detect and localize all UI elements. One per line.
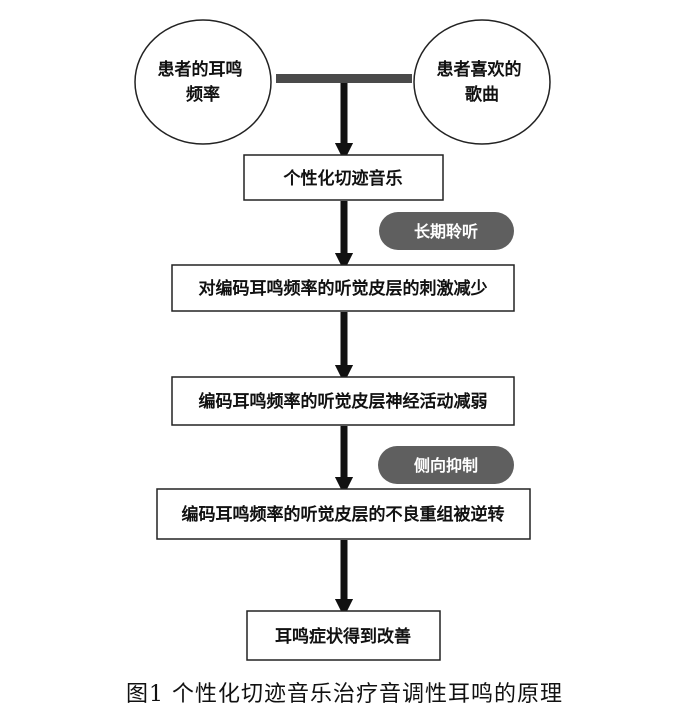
ellipse-label-line: 频率 [186, 84, 220, 105]
step-label-2: 对编码耳鸣频率的听觉皮层的刺激减少 [199, 278, 488, 299]
input-ellipse-tinnitus-frequency: 患者的耳鸣 频率 [134, 19, 272, 145]
merge-bar [276, 74, 412, 83]
step-box-2: 对编码耳鸣频率的听觉皮层的刺激减少 [171, 264, 515, 312]
ellipse-label-favorite-song: 患者喜欢的 歌曲 [437, 59, 528, 105]
annotation-lateral-inhibition: 侧向抑制 [378, 446, 514, 484]
annotation-label-long-listening: 长期聆听 [414, 222, 478, 241]
ellipse-label-tinnitus-frequency: 患者的耳鸣 频率 [158, 59, 249, 105]
annotation-long-listening: 长期聆听 [379, 212, 514, 250]
annotation-label-lateral-inhibition: 侧向抑制 [414, 456, 478, 475]
figure-caption: 图1 个性化切迹音乐治疗音调性耳鸣的原理 [126, 682, 563, 707]
step-label-5: 耳鸣症状得到改善 [275, 626, 411, 647]
input-ellipse-favorite-song: 患者喜欢的 歌曲 [413, 19, 551, 145]
step-box-5: 耳鸣症状得到改善 [246, 610, 441, 661]
ellipse-label-line: 患者的耳鸣 [158, 59, 243, 80]
ellipse-label-line: 患者喜欢的 [437, 59, 522, 80]
step-box-4: 编码耳鸣频率的听觉皮层的不良重组被逆转 [156, 488, 531, 540]
step-box-3: 编码耳鸣频率的听觉皮层神经活动减弱 [171, 376, 515, 426]
step-box-1: 个性化切迹音乐 [243, 154, 444, 201]
step-label-1: 个性化切迹音乐 [283, 168, 403, 189]
ellipse-label-line: 歌曲 [465, 84, 499, 105]
step-label-3: 编码耳鸣频率的听觉皮层神经活动减弱 [199, 391, 488, 412]
step-label-4: 编码耳鸣频率的听觉皮层的不良重组被逆转 [182, 504, 505, 525]
